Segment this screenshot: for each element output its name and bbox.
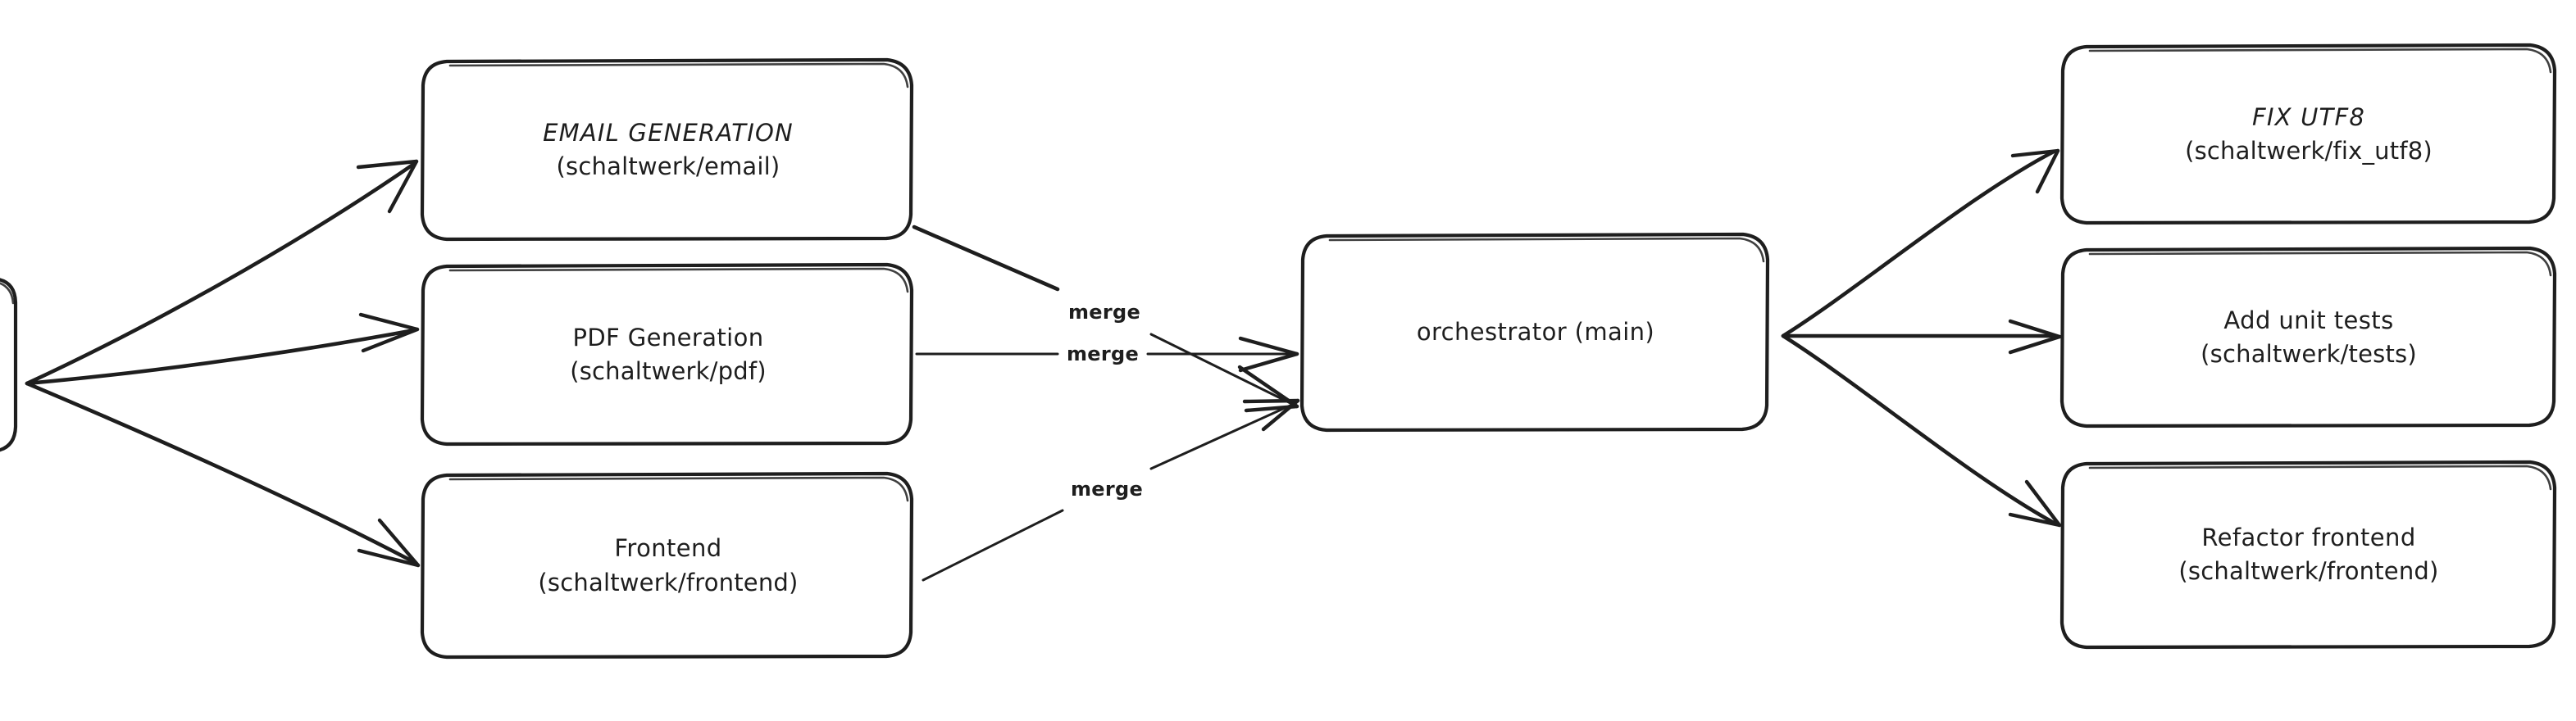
source-node-offscreen-shape: [0, 278, 18, 452]
edge-source-to-email: [25, 159, 419, 386]
node-add-unit-tests[interactable]: Add unit tests (schaltwerk/tests): [2062, 248, 2556, 427]
refactor-frontend-shape: [2059, 460, 2557, 650]
node-refactor-frontend-title: Refactor frontend: [2201, 523, 2416, 551]
node-email-generation[interactable]: EMAIL GENERATION (schaltwerk/email): [422, 60, 914, 240]
frontend-shape: [420, 471, 914, 660]
node-email-generation-branch: (schaltwerk/email): [556, 152, 781, 180]
node-add-unit-tests-title: Add unit tests: [2223, 306, 2394, 334]
edge-source-to-frontend: [25, 381, 421, 568]
node-orchestrator-title: orchestrator (main): [1416, 318, 1655, 347]
node-email-generation-title: EMAIL GENERATION: [543, 118, 794, 147]
edge-pdf-to-orchestrator: [915, 336, 1299, 373]
pdf-generation-shape: [420, 262, 914, 447]
edge-source-to-pdf: [25, 312, 420, 386]
edge-frontend-to-orchestrator: [922, 398, 1300, 582]
add-unit-tests-shape: [2059, 246, 2557, 429]
node-orchestrator[interactable]: orchestrator (main): [1302, 234, 1769, 431]
orchestrator-shape: [1299, 232, 1770, 433]
node-frontend[interactable]: Frontend (schaltwerk/frontend): [422, 474, 914, 658]
edge-label-merge-frontend[interactable]: merge: [1063, 476, 1151, 502]
edge-orchestrator-to-add-unit-tests: [1781, 319, 2062, 355]
edge-label-merge-email[interactable]: merge: [1060, 299, 1149, 325]
node-add-unit-tests-branch: (schaltwerk/tests): [2201, 340, 2417, 368]
node-refactor-frontend-branch: (schaltwerk/frontend): [2178, 557, 2439, 585]
node-fix-utf8-branch: (schaltwerk/fix_utf8): [2185, 137, 2433, 165]
node-pdf-generation[interactable]: PDF Generation (schaltwerk/pdf): [422, 265, 914, 445]
fix-utf8-shape: [2059, 43, 2557, 225]
edge-orchestrator-to-fix-utf8: [1781, 148, 2060, 338]
email-generation-shape: [420, 57, 914, 242]
node-frontend-branch: (schaltwerk/frontend): [538, 568, 799, 596]
node-fix-utf8-title: FIX UTF8: [2252, 102, 2365, 131]
edge-orchestrator-to-refactor-frontend: [1781, 333, 2062, 528]
node-frontend-title: Frontend: [614, 534, 722, 563]
node-pdf-generation-branch: (schaltwerk/pdf): [570, 357, 767, 385]
node-fix-utf8[interactable]: FIX UTF8 (schaltwerk/fix_utf8): [2062, 45, 2556, 224]
edge-label-merge-pdf[interactable]: merge: [1058, 341, 1147, 367]
node-pdf-generation-title: PDF Generation: [572, 323, 764, 351]
node-refactor-frontend[interactable]: Refactor frontend (schaltwerk/frontend): [2062, 462, 2556, 647]
